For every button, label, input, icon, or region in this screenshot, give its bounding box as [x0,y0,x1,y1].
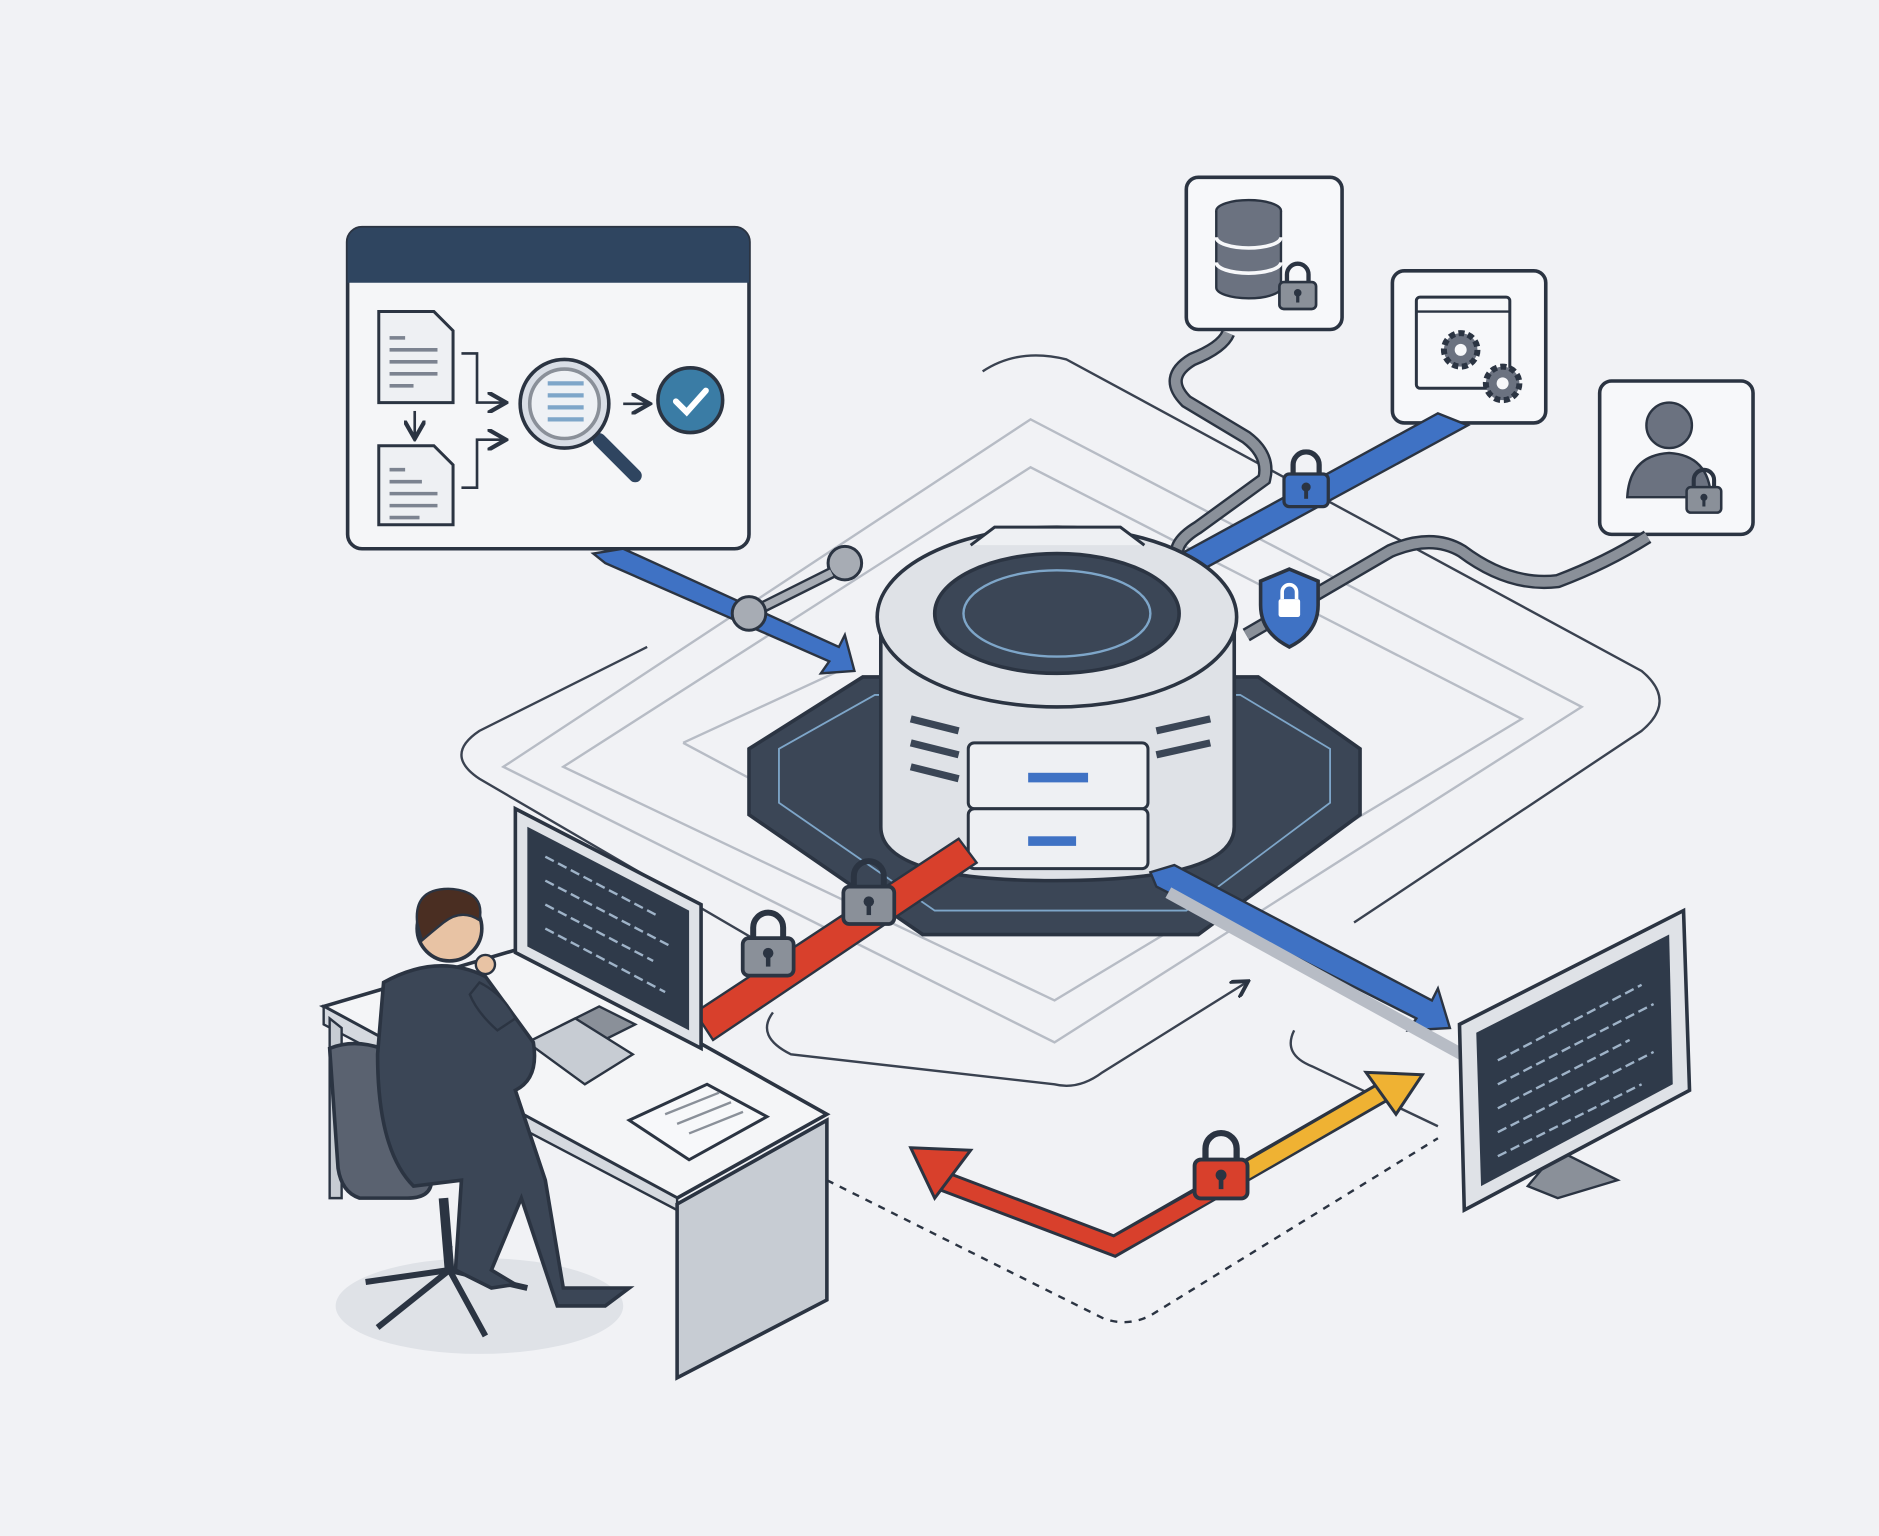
settings-window-icon [1390,268,1548,425]
clipboard-icon [626,1082,771,1162]
blue-flow-arrow-in [590,547,856,675]
key-icon [730,544,864,632]
keyboard-icon [525,1017,636,1086]
database-lock-icon [1184,175,1344,332]
padlock-icon [743,913,794,976]
document-review-panel [345,225,751,551]
person-at-desk [318,805,831,1381]
guide-lines [460,354,1661,1128]
magnifier-icon [518,357,642,483]
document-icon [377,444,455,527]
dashed-path [826,1137,1439,1324]
check-icon [656,366,725,435]
padlock-icon [1195,1133,1248,1198]
padlock-icon [1284,452,1328,507]
user-lock-icon [1597,379,1755,537]
monitor-icon [1457,907,1692,1214]
document-icon [377,310,455,405]
shield-lock-icon [1258,567,1320,649]
server-hub [747,525,1362,937]
